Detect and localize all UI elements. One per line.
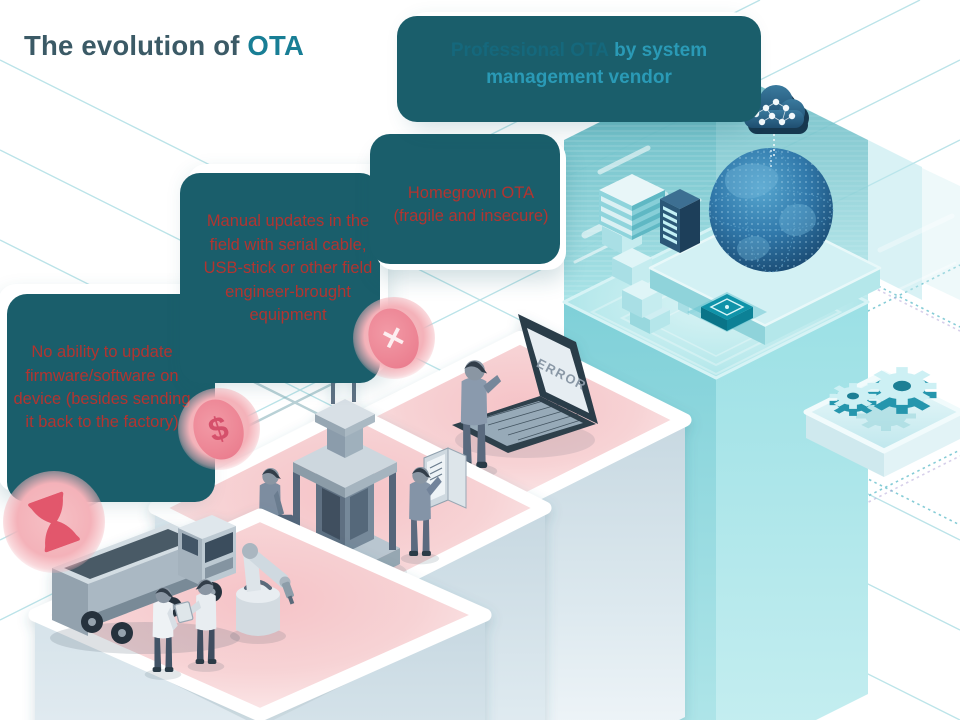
robot-arm-illustration: [230, 543, 295, 644]
callout-step2-text: Manual updates in the field with serial …: [203, 212, 373, 325]
title-text: The evolution of: [24, 30, 240, 61]
title-accent: OTA: [247, 30, 304, 61]
hourglass-badge: [3, 471, 105, 573]
cross-icon: ✕: [361, 301, 427, 375]
server-rack-stack: [599, 174, 665, 240]
failure-badge: ✕: [353, 297, 435, 379]
callout-step1-text: No ability to update firmware/software o…: [13, 343, 191, 432]
dollar-icon: $: [186, 392, 252, 466]
page-title: The evolution of OTA: [24, 30, 304, 62]
gears-icon: [829, 367, 937, 431]
callout-step3-text: Homegrown OTA (fragile and insecure): [393, 183, 549, 225]
person-figure: [400, 467, 442, 565]
globe-illustration: [708, 147, 834, 273]
truck-illustration: [50, 515, 240, 654]
person-figure: [174, 579, 225, 672]
laptop-illustration: ERROR: [452, 314, 598, 458]
callout-step3: Homegrown OTA (fragile and insecure): [376, 140, 566, 270]
callout-step1: No ability to update firmware/software o…: [0, 284, 206, 492]
gears-platform: [803, 367, 960, 477]
cost-badge: $: [178, 388, 260, 470]
truck-cab: [178, 515, 236, 586]
callout-step4: Professional OTA by system management ve…: [397, 12, 761, 122]
step-pillar-1: [28, 508, 492, 720]
callout-step4-text: Professional OTA by system management ve…: [450, 40, 708, 88]
cloud-icon: [744, 85, 809, 158]
person-figure: [144, 587, 182, 680]
callout-step2: Manual updates in the field with serial …: [188, 164, 388, 374]
chip-icon: [687, 292, 767, 332]
server-tower-icon: [660, 189, 700, 253]
hourglass-icon: [28, 491, 80, 553]
